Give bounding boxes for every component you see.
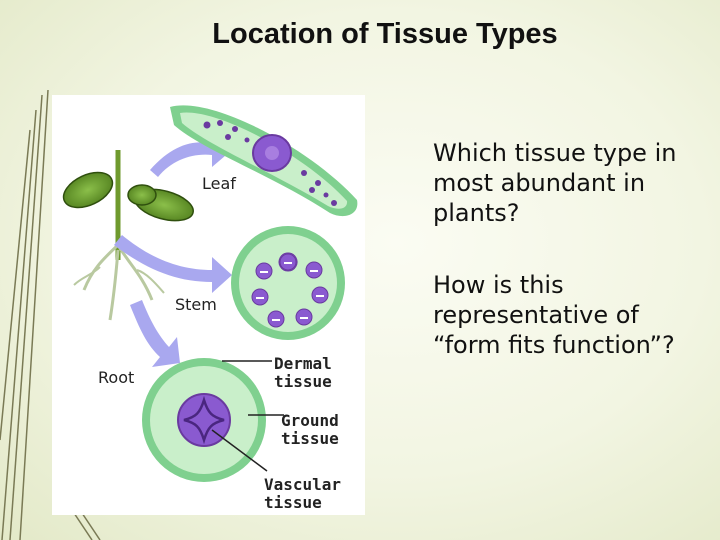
slide-title: Location of Tissue Types: [212, 18, 558, 50]
question-abundance: Which tissue type in most abundant in pl…: [433, 139, 677, 227]
vascular-label-2: tissue: [264, 493, 322, 512]
vascular-label-1: Vascular: [264, 475, 341, 494]
leader-lines: [211, 360, 284, 472]
dermal-label-1: Dermal: [274, 354, 332, 373]
question-form-function: How is this representative of “form fits…: [433, 271, 675, 359]
stem-label: Stem: [175, 295, 217, 314]
plant-tissue-diagram: Leaf Stem Root Dermal tissue Ground tiss…: [52, 95, 365, 515]
leaf-cross-section: [170, 105, 358, 217]
root-label: Root: [98, 368, 134, 387]
pointer-arrows: [114, 130, 232, 367]
dermal-label-2: tissue: [274, 372, 332, 391]
stem-cross-section: [231, 226, 345, 340]
question-text: Which tissue type in most abundant in pl…: [433, 138, 708, 402]
ground-label-2: tissue: [281, 429, 339, 448]
root-cross-section: [142, 358, 266, 482]
leaf-label: Leaf: [202, 174, 236, 193]
ground-label-1: Ground: [281, 411, 339, 430]
decorative-lines: [0, 90, 101, 540]
plant-sketch: [62, 150, 194, 321]
